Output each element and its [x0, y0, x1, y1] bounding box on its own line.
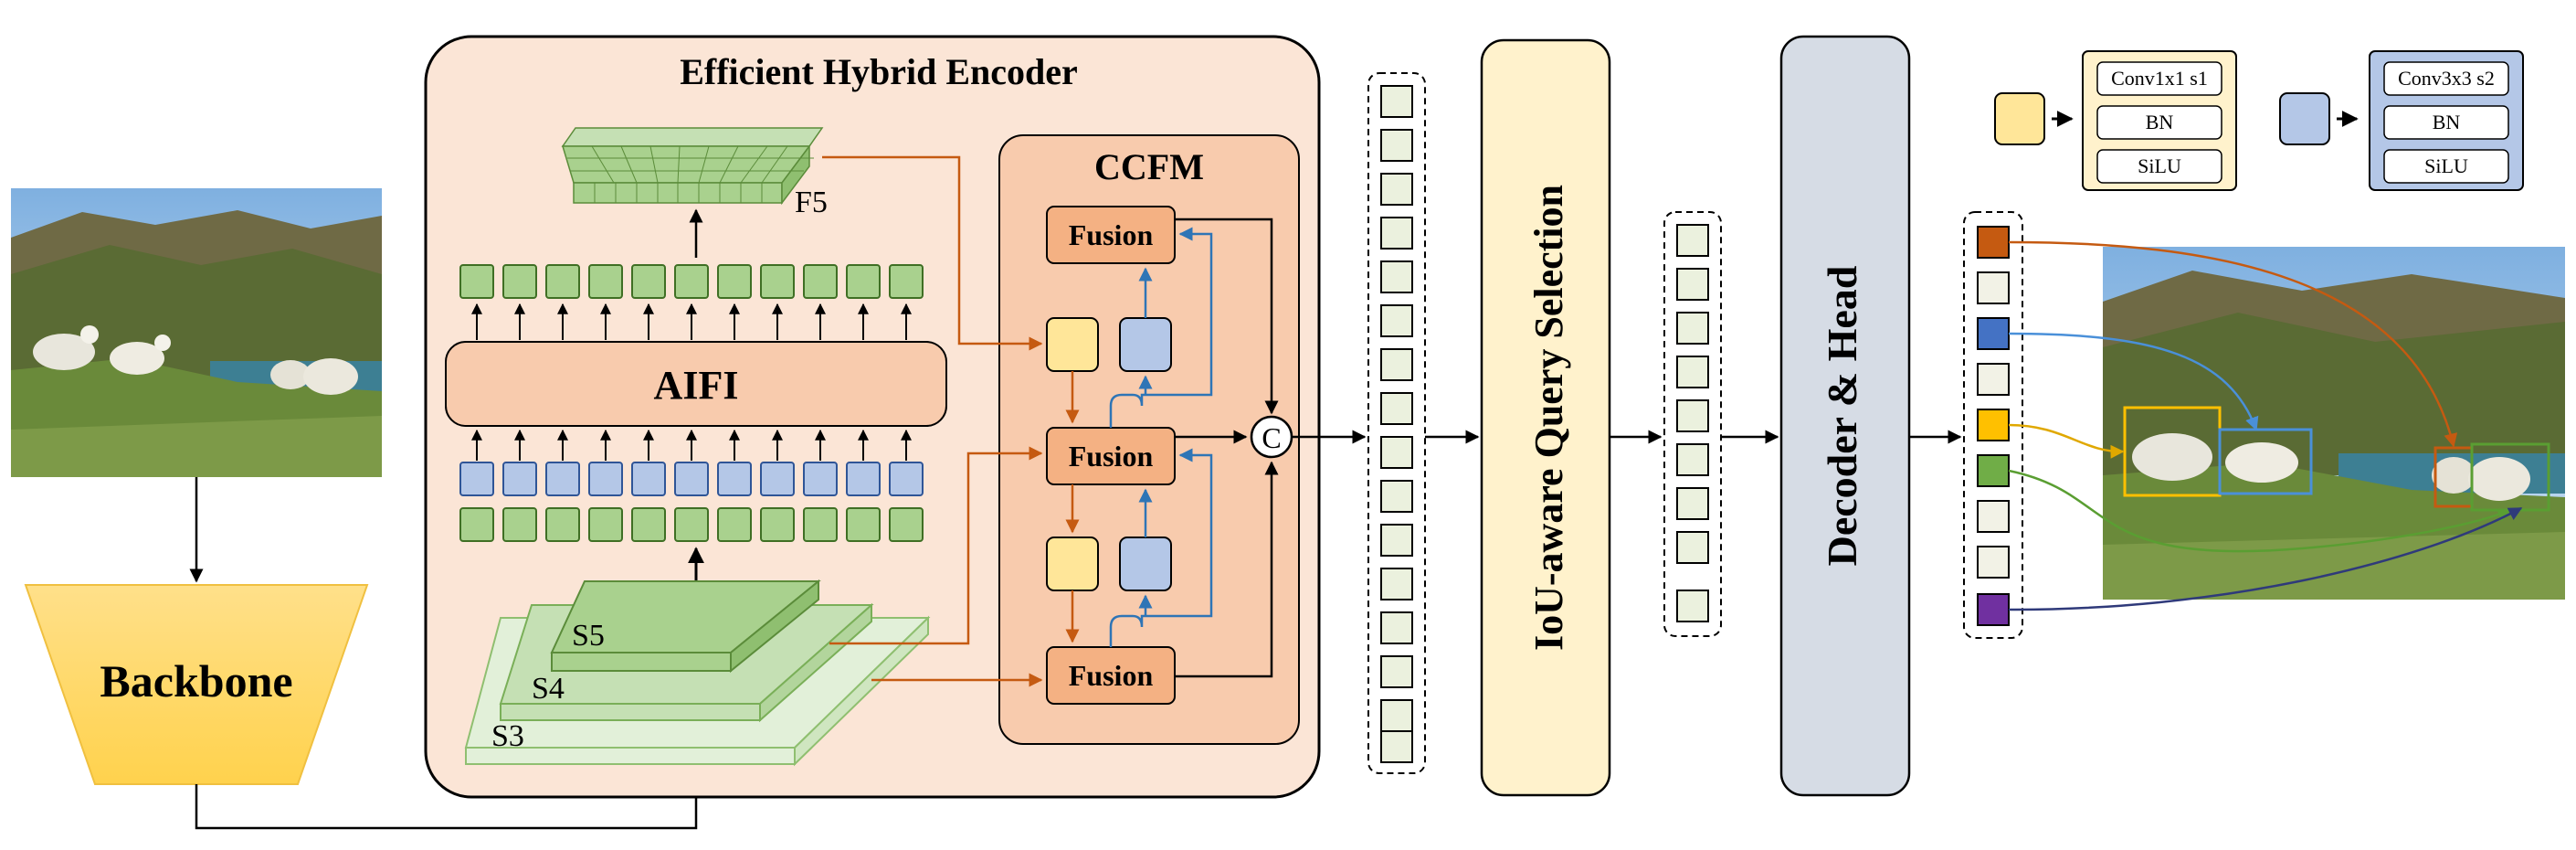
svg-text:BN: BN: [2433, 111, 2461, 133]
ccfm-topdown-arrows: [822, 155, 1080, 687]
f5-label: F5: [795, 186, 828, 219]
feature-pyramid: S3 S4 S5: [464, 579, 931, 767]
input-image: [11, 188, 382, 477]
ccfm-conv3x3-lower: [1119, 537, 1172, 591]
iou-aware-query-selection: IoU-aware Query Selection: [1480, 38, 1611, 797]
svg-text:Conv3x3 s2: Conv3x3 s2: [2398, 67, 2495, 90]
ccfm-bottomup-arrows: [1109, 227, 1213, 647]
query-to-detection-curves: [2008, 240, 2523, 611]
fusion-middle: Fusion: [1046, 427, 1176, 485]
query-token-6: [1977, 454, 2010, 487]
prediction-tokens: [1963, 211, 2023, 639]
query-token-3: [1977, 317, 2010, 350]
position-embedding-tokens: [459, 462, 924, 496]
ccfm-conv1x1-lower: [1046, 537, 1099, 591]
detection-box-blue: [2218, 428, 2313, 495]
backbone-block: Backbone: [24, 584, 369, 785]
legend-yellow-block: [1994, 92, 2045, 145]
concat-node: C: [1250, 415, 1293, 459]
s4-label: S4: [532, 672, 565, 706]
ccfm-title: CCFM: [1094, 146, 1204, 187]
legend-blue-block: [2279, 92, 2330, 145]
legend-conv3x3: Conv3x3 s2 BN SiLU: [2279, 50, 2524, 191]
s5-layer: S5: [550, 579, 821, 674]
aifi-block: AIFI: [445, 341, 947, 427]
svg-text:SiLU: SiLU: [2138, 154, 2181, 177]
s5-label: S5: [572, 619, 605, 653]
query-token-1: [1977, 226, 2010, 259]
ccfm-conv3x3-upper: [1119, 317, 1172, 372]
query-token-7: [1977, 500, 2010, 533]
query-token-9: [1977, 593, 2010, 626]
svg-text:Fusion: Fusion: [1069, 659, 1154, 692]
svg-text:C: C: [1262, 421, 1281, 454]
fusion-bottom: Fusion: [1046, 646, 1176, 705]
query-token-5: [1977, 409, 2010, 441]
backbone-label: Backbone: [100, 655, 292, 707]
fusion-top: Fusion: [1046, 206, 1176, 264]
query-selection-label: IoU-aware Query Selection: [1526, 185, 1571, 651]
svg-text:BN: BN: [2146, 111, 2174, 133]
aifi-up-arrows: [471, 303, 912, 340]
output-image: [2103, 247, 2565, 600]
query-token-8: [1977, 546, 2010, 579]
ccfm-conv1x1-upper: [1046, 317, 1099, 372]
decoder-label: Decoder & Head: [1819, 265, 1865, 566]
aifi-label: AIFI: [654, 363, 739, 408]
svg-text:Conv1x1 s1: Conv1x1 s1: [2111, 67, 2208, 90]
query-token-2: [1977, 271, 2010, 304]
encoder-title: Efficient Hybrid Encoder: [680, 51, 1078, 92]
selected-query-tokens: [1663, 211, 1722, 637]
svg-text:SiLU: SiLU: [2424, 154, 2468, 177]
f5-feature-grid: F5: [561, 127, 828, 219]
aifi-output-tokens: [459, 264, 924, 299]
s3-label: S3: [491, 719, 524, 753]
aifi-input-arrows: [471, 429, 912, 461]
svg-text:Fusion: Fusion: [1069, 440, 1154, 473]
backbone-to-encoder-arrow: [195, 768, 703, 830]
ccfm-concat-arrows: [1175, 218, 1279, 678]
s5-flattened-tokens: [459, 507, 924, 542]
svg-text:Fusion: Fusion: [1069, 218, 1154, 251]
encoder-output-tokens: [1367, 72, 1426, 774]
legend-conv1x1: Conv1x1 s1 BN SiLU: [1994, 50, 2237, 191]
decoder-and-head: Decoder & Head: [1779, 35, 1911, 797]
query-token-4: [1977, 363, 2010, 396]
